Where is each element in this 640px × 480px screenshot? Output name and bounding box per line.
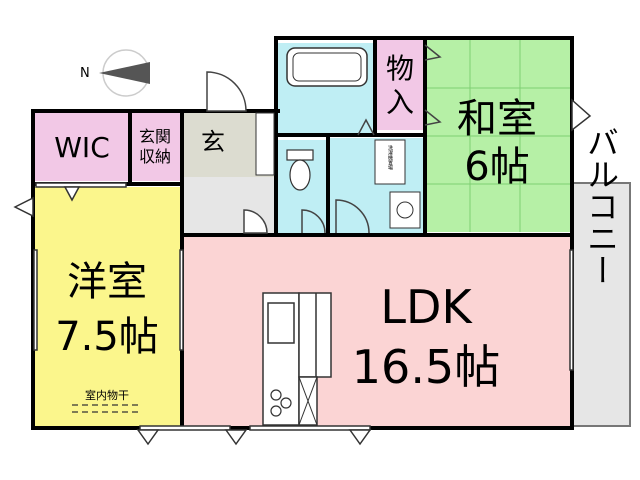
ldk-label-1: LDK	[380, 280, 473, 334]
closet-label-2: 入	[386, 86, 414, 119]
wic-label: WIC	[54, 131, 110, 164]
bath-door	[357, 118, 375, 136]
entrance-label: 玄	[201, 128, 225, 156]
windows	[13, 98, 592, 446]
entrance-storage-label-1: 玄関	[139, 127, 171, 146]
toilet-door	[301, 209, 326, 234]
closet-door-upper	[424, 44, 442, 61]
washroom-door	[335, 199, 370, 234]
bathtub-icon	[286, 47, 368, 87]
yoshitsu-room	[35, 187, 180, 426]
balcony-area	[571, 182, 631, 427]
compass-needle-icon	[99, 62, 150, 84]
tatami-grid	[425, 40, 570, 232]
kitchen-counter	[262, 292, 332, 426]
balcony-label: バルコニー	[582, 126, 620, 286]
compass-north-label: N	[80, 66, 90, 81]
doors	[206, 44, 442, 234]
washing-machine-icon: 洗濯機置場	[374, 139, 406, 185]
wic-room	[35, 113, 130, 181]
washitsu-label-2: 6帖	[464, 144, 529, 190]
entrance-storage-room	[130, 113, 180, 181]
yoshitsu-label-2: 7.5帖	[55, 314, 159, 360]
stove-icon	[270, 389, 292, 417]
hall-door	[243, 209, 268, 234]
entrance-storage-label-2: 収納	[139, 147, 171, 166]
washitsu-label-1: 和室	[457, 96, 537, 142]
toilet-icon	[286, 149, 314, 191]
yoshitsu-label-1: 洋室	[67, 259, 147, 305]
washing-machine-label: 洗濯機置場	[387, 144, 393, 171]
entrance-closet-doors	[255, 112, 275, 176]
drying-bar	[72, 404, 142, 413]
closet-room	[375, 40, 423, 130]
closet-door-lower	[424, 109, 442, 126]
entrance-door	[206, 71, 247, 112]
indoor-drying-label: 室内物干	[85, 388, 129, 402]
wash-basin-icon	[389, 191, 421, 229]
closet-label-1: 物	[386, 52, 414, 85]
ldk-room	[180, 237, 570, 426]
ldk-label-2: 16.5帖	[352, 340, 500, 394]
compass: N	[80, 49, 150, 97]
